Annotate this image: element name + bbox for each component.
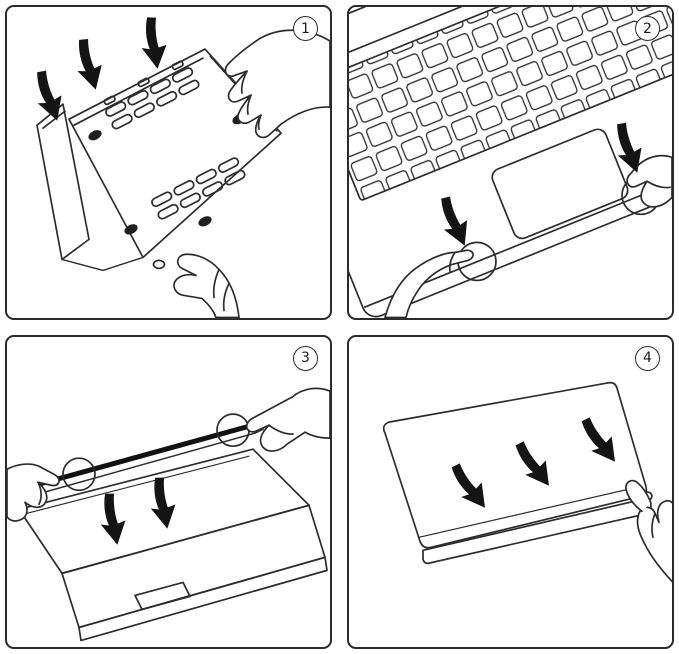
trackpad [491, 128, 629, 240]
step-number-badge: 3 [293, 345, 318, 371]
bottom-hand [173, 253, 240, 318]
step-number: 4 [643, 350, 652, 366]
step-panel-4: 4 [347, 334, 674, 649]
illustration-step-4 [382, 381, 672, 582]
step-number-badge: 2 [635, 16, 660, 41]
step-number-badge: 1 [293, 16, 318, 41]
bold-arrow-icon [139, 15, 169, 70]
press-arrows [444, 411, 625, 515]
top-case-edge-on [26, 421, 264, 495]
illustration-step-2 [349, 7, 672, 318]
right-hand [245, 387, 330, 452]
illustration-step-3 [7, 387, 330, 641]
laptop-lid [18, 447, 310, 574]
laptop-base [349, 7, 672, 318]
right-hand [626, 154, 672, 208]
step-panel-1: 1 [5, 5, 332, 320]
vent-grille-bottom [151, 157, 246, 220]
bold-arrow-icon [508, 435, 559, 493]
left-hand [384, 249, 474, 318]
vent-grille-top [105, 67, 200, 130]
right-hand [224, 29, 330, 139]
front-edge-seam [364, 144, 672, 308]
bold-arrow-icon [433, 192, 476, 251]
highlight-circle-left-corner [62, 456, 96, 491]
trackpad [134, 581, 191, 610]
bold-arrow-icon [71, 36, 107, 93]
rubber-feet [88, 114, 246, 235]
bold-arrow-icon [574, 411, 625, 469]
laptop-body [349, 7, 672, 318]
step-number-badge: 4 [635, 345, 660, 371]
step-number: 3 [301, 350, 310, 366]
right-hand [625, 479, 672, 582]
left-hand [7, 462, 60, 522]
bold-arrow-icon [444, 457, 495, 515]
laptop-lid-edge [36, 103, 144, 272]
step-panel-3: 3 [5, 334, 332, 649]
step-number: 1 [301, 20, 310, 37]
bold-arrow-icon [147, 475, 179, 530]
hinge-cap [152, 259, 166, 270]
step-number: 2 [643, 20, 652, 37]
bold-arrow-icon [97, 491, 129, 546]
keyboard [349, 7, 672, 201]
closed-laptop-lid [382, 381, 652, 564]
press-arrows [29, 15, 169, 125]
illustration-step-1 [29, 15, 330, 318]
step-panel-2: 2 [347, 5, 674, 320]
